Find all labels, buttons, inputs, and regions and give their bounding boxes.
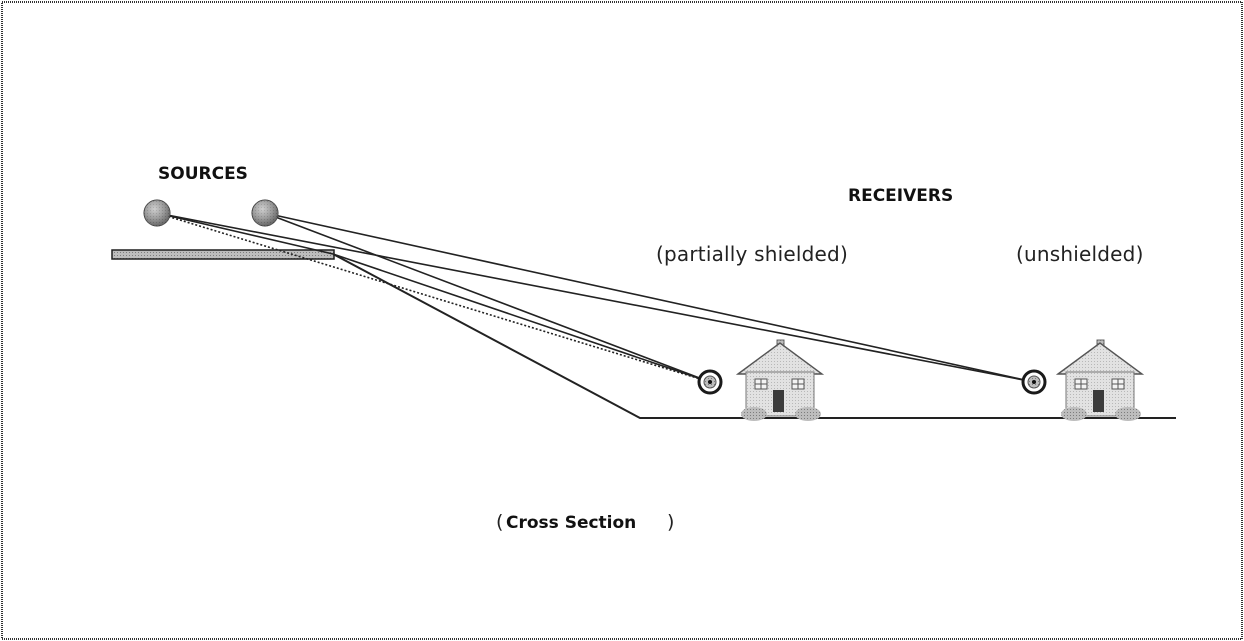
- ground-profile: [332, 253, 1176, 419]
- cross-section-open-paren: (: [496, 511, 503, 533]
- ray-source1-receiver1-diffracted: [156, 212, 711, 383]
- source-sphere-icon: [251, 199, 279, 227]
- cross-section-label: Cross Section: [506, 513, 636, 533]
- sources-label: SOURCES: [158, 164, 248, 184]
- ray-source1-receiver2: [156, 212, 1035, 383]
- unshielded-label: (unshielded): [1016, 242, 1144, 266]
- house-icon: [735, 339, 825, 421]
- ray-source2-receiver2: [264, 212, 1035, 383]
- house-icon: [1055, 339, 1145, 421]
- source-sphere-icon: [143, 199, 171, 227]
- receiver-target-icon: [697, 369, 723, 395]
- ray-barrier-edge-receiver1: [332, 253, 711, 383]
- ray-source2-receiver1: [264, 212, 711, 383]
- receiver-target-icon: [1021, 369, 1047, 395]
- partially-shielded-label: (partially shielded): [656, 242, 848, 266]
- barrier-deck: [111, 249, 335, 260]
- receivers-label: RECEIVERS: [848, 186, 953, 206]
- ray-source1-to-barrier-edge: [156, 212, 334, 255]
- cross-section-close-paren: ): [667, 511, 674, 533]
